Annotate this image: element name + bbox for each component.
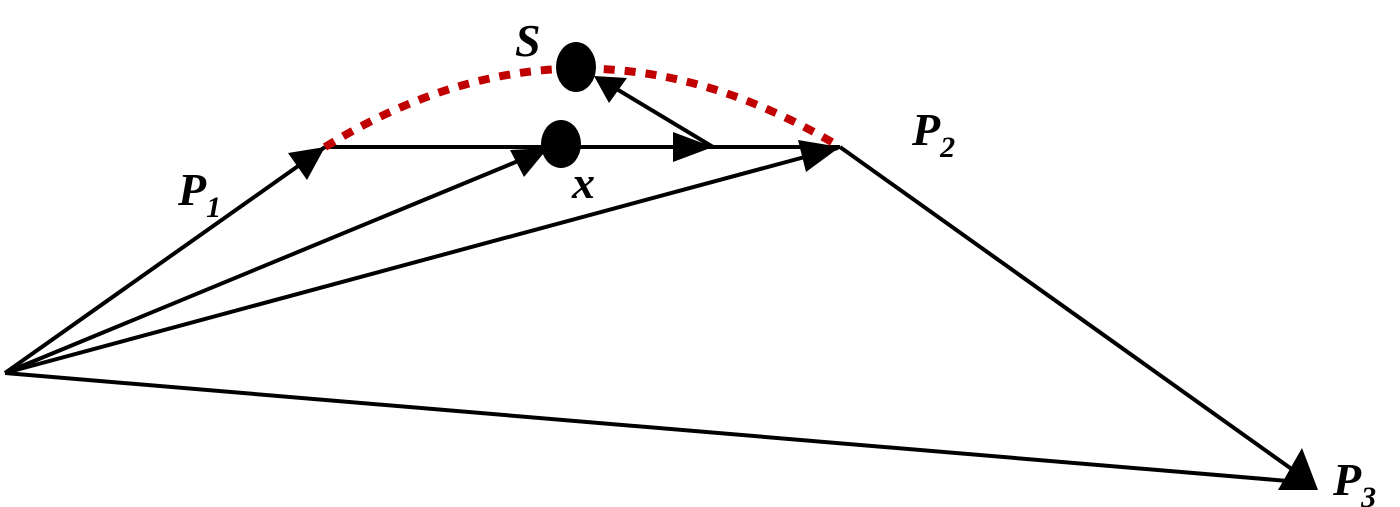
label-p1: P1: [177, 164, 221, 224]
vector-p2-p3: [838, 145, 1302, 477]
point-x: [541, 120, 581, 168]
label-p3-sub: 3: [1360, 481, 1376, 507]
vector-origin-p3: [4, 371, 1301, 484]
p1-arrowhead: [288, 147, 325, 180]
dashed-arc: [322, 64, 843, 151]
label-s: S: [515, 15, 541, 66]
label-p1-sub: 1: [206, 191, 221, 224]
label-x: x: [571, 157, 595, 208]
vector-origin-p2: [4, 146, 839, 375]
vector-to-s: [603, 80, 715, 149]
label-p3: P3: [1332, 454, 1376, 507]
x-arrowhead: [510, 148, 548, 177]
label-p2-sub: 2: [939, 131, 955, 164]
label-p2-main: P: [911, 104, 941, 155]
vector-origin-p1: [3, 145, 327, 375]
chord-arrowhead: [673, 132, 713, 162]
label-p1-main: P: [177, 164, 207, 215]
label-p3-main: P: [1332, 454, 1362, 505]
p2-arrowhead: [798, 140, 840, 172]
label-p2: P2: [911, 104, 955, 164]
point-s: [556, 42, 596, 92]
s-arrowhead: [594, 76, 627, 103]
vector-origin-x: [4, 150, 541, 375]
